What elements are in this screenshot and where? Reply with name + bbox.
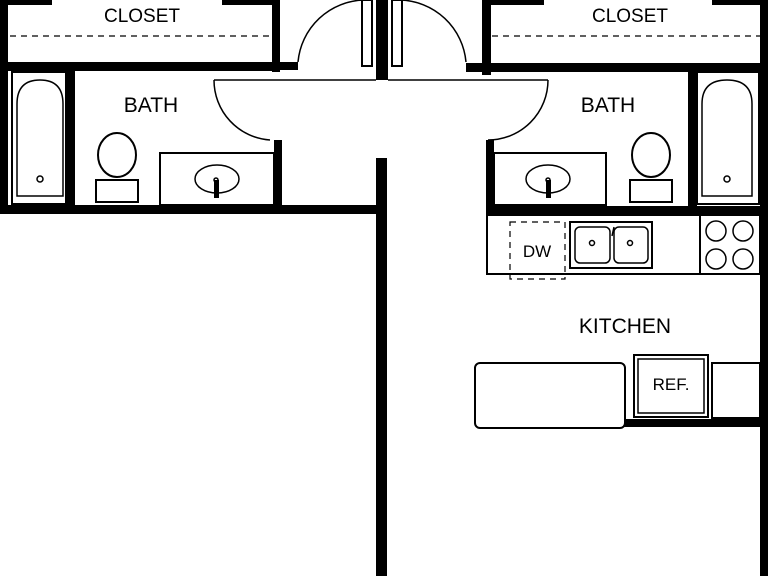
kitchen-island bbox=[474, 362, 626, 429]
dishwasher: DW bbox=[509, 221, 566, 280]
right-toilet bbox=[629, 132, 673, 203]
pantry-cabinet bbox=[711, 362, 761, 419]
left-bathtub bbox=[11, 71, 67, 205]
left-closet-label: CLOSET bbox=[104, 6, 180, 27]
refrigerator: REF. bbox=[633, 354, 709, 418]
left-toilet bbox=[95, 132, 139, 203]
doors bbox=[213, 0, 549, 141]
left-bath-label: BATH bbox=[124, 94, 178, 117]
dishwasher-label: DW bbox=[523, 242, 551, 261]
right-closet-label: CLOSET bbox=[592, 6, 668, 27]
kitchen-label: KITCHEN bbox=[579, 315, 671, 338]
stove bbox=[699, 214, 761, 275]
left-vanity bbox=[159, 152, 275, 206]
refrigerator-label: REF. bbox=[653, 375, 690, 394]
right-bath-label: BATH bbox=[581, 94, 635, 117]
right-vanity bbox=[493, 152, 607, 206]
kitchen-sink bbox=[569, 221, 653, 269]
right-bathtub bbox=[696, 71, 760, 205]
